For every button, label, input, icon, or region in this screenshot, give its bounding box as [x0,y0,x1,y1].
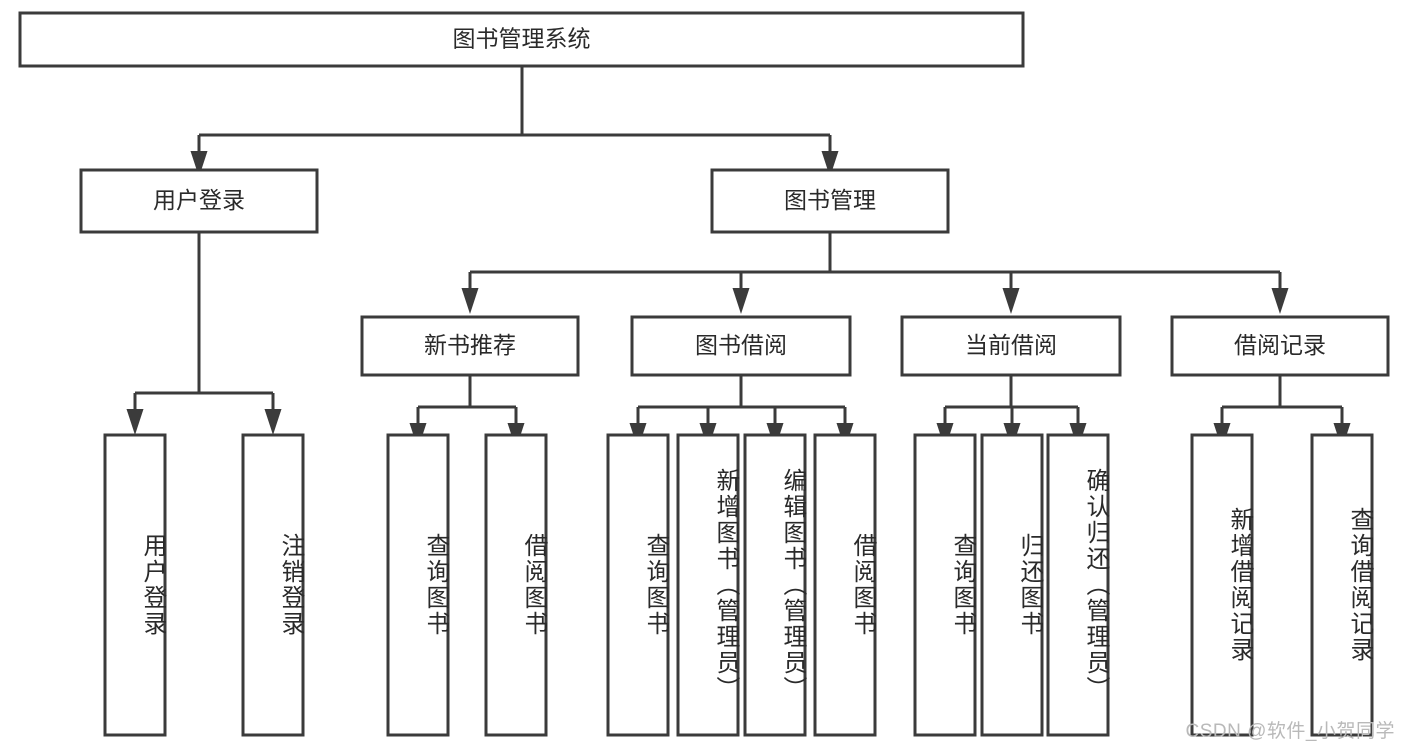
node-box-leaf-add-borrow-record[interactable] [1190,433,1254,737]
node-box-user-login[interactable] [79,168,319,234]
node-boxes-layer [18,11,1390,737]
arrowhead-book_management_to_level3-3 [1271,288,1289,314]
leaf-node-leaf-return-book[interactable] [982,435,1042,735]
connectors-layer [126,66,1351,449]
connector-group-root_to_level2 [190,66,839,177]
arrowhead-book_management_to_level3-0 [461,288,479,314]
arrowhead-user_login_to_leaves-1 [264,409,282,435]
node-box-leaf-borrow-book-recommend[interactable] [484,433,548,737]
node-box-leaf-edit-book[interactable] [743,433,807,737]
node-box-new-book-recommend[interactable] [360,315,580,377]
leaf-node-leaf-query-borrow-record[interactable] [1312,435,1372,735]
leaf-node-leaf-edit-book[interactable] [745,435,805,735]
leaf-node-leaf-add-book[interactable] [678,435,738,735]
node-box-book-borrow[interactable] [630,315,852,377]
node-box-leaf-query-book-recommend[interactable] [386,433,450,737]
leaf-node-leaf-query-book-current[interactable] [915,435,975,735]
node-label-root: 图书管理系统 [453,26,591,52]
node-box-current-borrow[interactable] [900,315,1122,377]
node-box-leaf-borrow-book[interactable] [813,433,877,737]
leaf-node-leaf-borrow-book[interactable] [815,435,875,735]
leaf-node-leaf-query-book-borrow[interactable] [608,435,668,735]
node-box-leaf-logout[interactable] [241,433,305,737]
arrowhead-book_management_to_level3-2 [1002,288,1020,314]
node-box-leaf-query-borrow-record[interactable] [1310,433,1374,737]
node-box-root[interactable] [18,11,1025,68]
leaf-node-leaf-confirm-return[interactable] [1048,435,1108,735]
csdn-watermark: CSDN @软件_小贺同学 [1185,721,1395,742]
connector-group-user_login_to_leaves [126,232,282,435]
node-label-current-borrow: 当前借阅 [965,332,1057,358]
node-box-book-management[interactable] [710,168,950,234]
node-label-user-login: 用户登录 [153,187,245,213]
node-box-leaf-add-book[interactable] [676,433,740,737]
node-box-leaf-return-book[interactable] [980,433,1044,737]
node-label-book-borrow: 图书借阅 [695,332,787,358]
node-box-borrow-record[interactable] [1170,315,1390,377]
node-label-book-management: 图书管理 [784,187,876,213]
node-label-new-book-recommend: 新书推荐 [424,332,516,358]
leaf-node-leaf-logout[interactable] [243,435,303,735]
node-box-leaf-query-book-current[interactable] [913,433,977,737]
node-box-leaf-query-book-borrow[interactable] [606,433,670,737]
leaf-node-leaf-user-login[interactable] [105,435,165,735]
arrowhead-user_login_to_leaves-0 [126,409,144,435]
arrowhead-root_to_level2-1 [821,151,839,177]
leaf-node-leaf-add-borrow-record[interactable] [1192,435,1252,735]
node-box-leaf-confirm-return[interactable] [1046,433,1110,737]
arrowhead-book_management_to_level3-1 [732,288,750,314]
leaf-node-leaf-borrow-book-recommend[interactable] [486,435,546,735]
node-label-borrow-record: 借阅记录 [1234,332,1326,358]
arrowhead-root_to_level2-0 [190,151,208,177]
leaf-node-leaf-query-book-recommend[interactable] [388,435,448,735]
node-box-leaf-user-login[interactable] [103,433,167,737]
connector-group-book_management_to_level3 [461,232,1289,314]
